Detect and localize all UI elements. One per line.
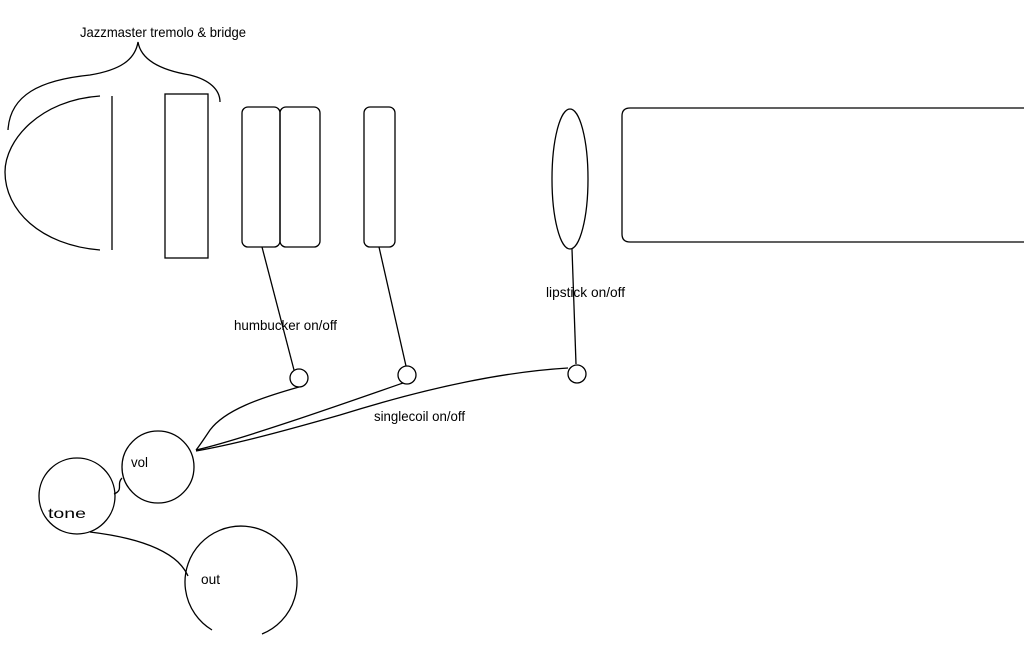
output-label: out xyxy=(201,571,220,587)
bridge xyxy=(164,93,209,259)
neck xyxy=(621,107,1024,243)
tremolo-bridge-label: Jazzmaster tremolo & bridge xyxy=(80,24,246,40)
lipstick-lead xyxy=(571,248,577,365)
singlecoil-label: singlecoil on/off xyxy=(374,408,465,424)
singlecoil-pickup xyxy=(363,106,396,248)
lipstick-pickup xyxy=(551,108,589,250)
tone-pot xyxy=(38,457,116,535)
tone-vol-jumper xyxy=(113,477,123,495)
singlecoil-switch xyxy=(397,365,417,385)
lipstick-label: lipstick on/off xyxy=(546,284,625,300)
humbucker-coil-2 xyxy=(279,106,321,248)
tremolo-bridge-brace xyxy=(7,41,221,131)
tone-label: tone xyxy=(48,505,86,521)
humbucker-lead xyxy=(261,246,295,371)
lipstick-switch xyxy=(567,364,587,384)
volume-pot xyxy=(121,430,195,504)
lipstick-wire xyxy=(195,367,569,452)
tremolo xyxy=(4,95,101,251)
tone-out-wire xyxy=(89,531,189,577)
humbucker-wire xyxy=(195,386,300,451)
singlecoil-wire xyxy=(195,382,404,451)
singlecoil-lead xyxy=(378,246,407,367)
volume-label: vol xyxy=(131,454,148,470)
humbucker-coil-1 xyxy=(241,106,281,248)
output-jack xyxy=(184,525,298,635)
humbucker-switch xyxy=(289,368,309,388)
humbucker-label: humbucker on/off xyxy=(234,317,337,333)
